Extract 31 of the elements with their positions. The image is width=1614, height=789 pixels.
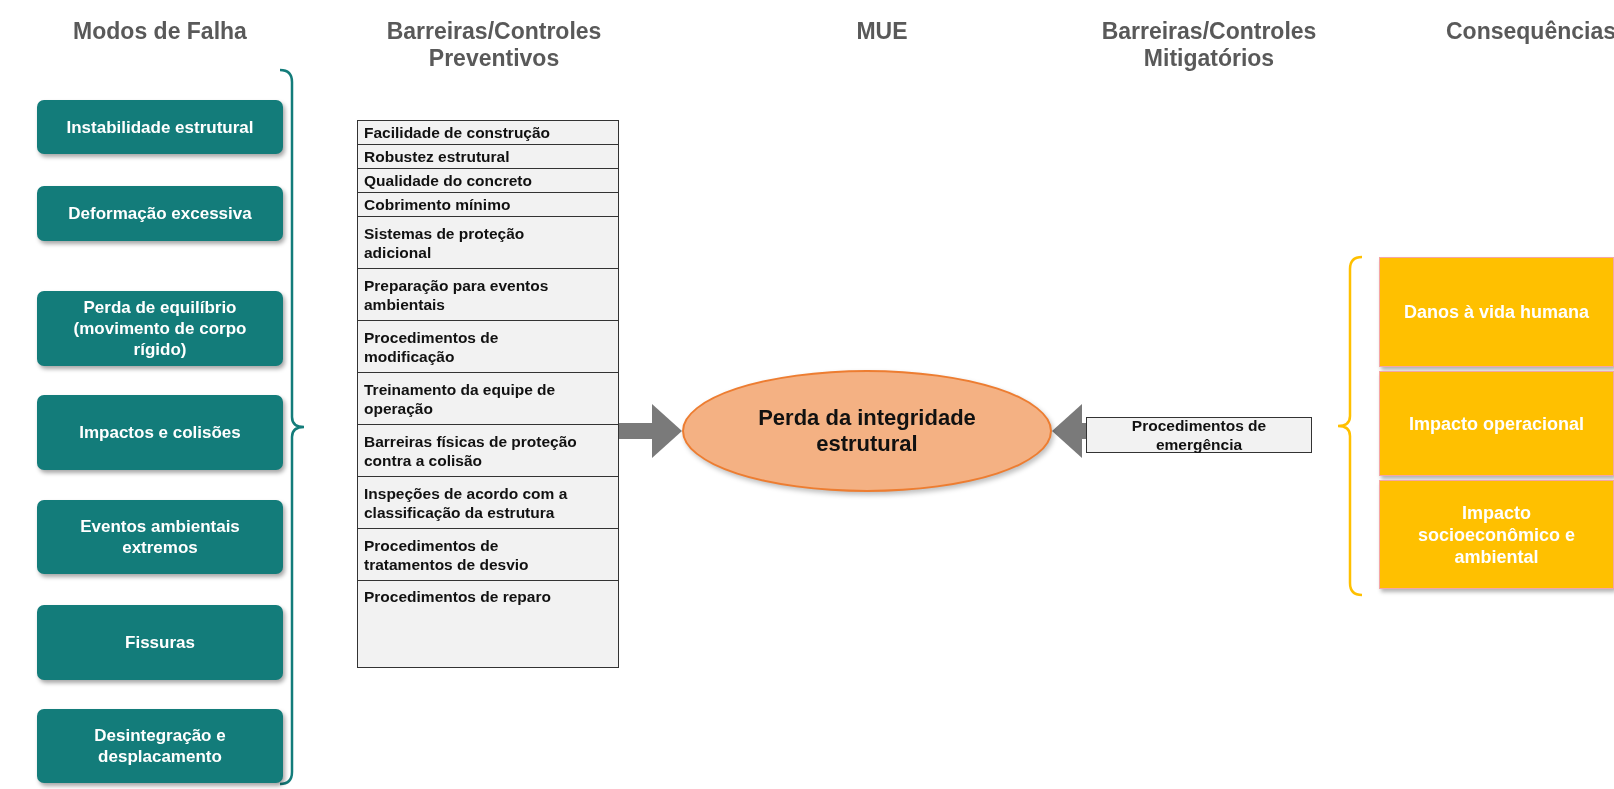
column-heading: Modos de Falha [73, 18, 247, 45]
failure-mode-box: Instabilidade estrutural [37, 100, 283, 154]
mitigation-barrier-box: Procedimentos de emergência [1086, 417, 1312, 453]
column-heading: Barreiras/Controles Mitigatórios [1100, 18, 1318, 72]
table-row: Qualidade do concreto [358, 169, 618, 193]
barrier-table [357, 120, 619, 668]
table-row: Barreiras físicas de proteção contra a colisão [358, 425, 618, 477]
table-row: Cobrimento mínimo [358, 193, 618, 217]
failure-mode-box: Fissuras [37, 605, 283, 680]
block-arrow [1052, 404, 1086, 458]
failure-mode-box: Impactos e colisões [37, 395, 283, 470]
consequence-box: Impacto operacional [1379, 371, 1614, 476]
table-row: Inspeções de acordo com a classificação da estrutura [358, 477, 618, 529]
failure-mode-box: Deformação excessiva [37, 186, 283, 241]
table-row: Facilidade de construção [358, 121, 618, 145]
column-heading: Barreiras/Controles Preventivos [385, 18, 603, 72]
failure-mode-box: Desintegração e desplacamento [37, 709, 283, 783]
table-row: Procedimentos de modificação [358, 321, 618, 373]
consequence-box: Impacto socioeconômico e ambiental [1379, 480, 1614, 589]
failure-mode-box: Perda de equilíbrio (movimento de corpo rígido) [37, 291, 283, 366]
table-row: Procedimentos de reparo [358, 581, 618, 611]
table-row: Procedimentos de tratamentos de desvio [358, 529, 618, 581]
table-row: Sistemas de proteção adicional [358, 217, 618, 269]
table-row: Robustez estrutural [358, 145, 618, 169]
table-row: Preparação para eventos ambientais [358, 269, 618, 321]
block-arrow [619, 404, 682, 458]
column-heading: MUE [856, 18, 908, 45]
failure-mode-box: Eventos ambientais extremos [37, 500, 283, 574]
top-event-ellipse: Perda da integridade estrutural [682, 370, 1052, 492]
consequence-box: Danos à vida humana [1379, 257, 1614, 367]
table-row: Treinamento da equipe de operação [358, 373, 618, 425]
